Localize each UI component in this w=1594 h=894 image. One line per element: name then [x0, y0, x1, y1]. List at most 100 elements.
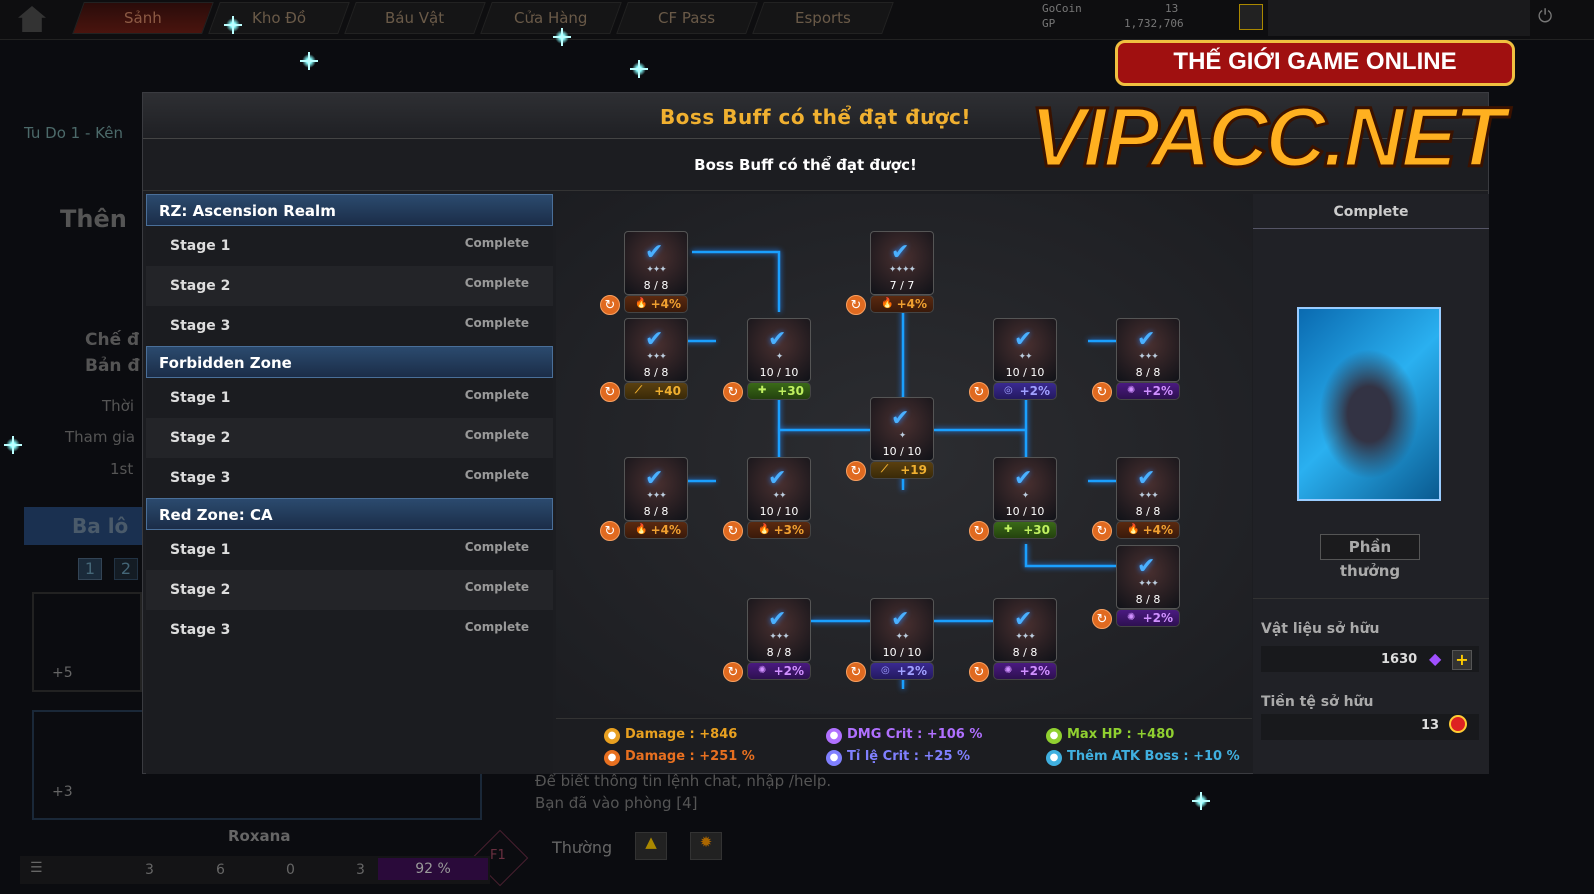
boss-node-card[interactable]: ✔ ✦✦✦ 8 / 8 — [624, 457, 688, 521]
refresh-icon[interactable]: ↻ — [600, 295, 620, 315]
star-rating: ✦ — [775, 352, 784, 362]
buff-badge: ✺+2% — [1116, 382, 1180, 400]
boss-node-card[interactable]: ✔ ✦ 10 / 10 — [993, 457, 1057, 521]
crit-icon: ✺ — [1127, 385, 1136, 396]
stat-item: ●Damage : +251 % — [604, 749, 755, 766]
buff-value: +2% — [773, 664, 804, 678]
boss-node-card[interactable]: ✔ ✦✦✦ 8 / 8 — [624, 318, 688, 382]
nav-tab[interactable]: Kho Đồ — [208, 2, 350, 34]
boss-node-card[interactable]: ✔ ✦✦ 10 / 10 — [747, 457, 811, 521]
chat-settings-icon[interactable]: ✹ — [690, 832, 722, 860]
rank-emblem-icon[interactable] — [1239, 4, 1263, 30]
count-voice: 3 — [356, 862, 365, 878]
buff-tree: ✔ ✦✦✦ 8 / 8 ↻ 🔥+4% ✔ ✦✦✦✦ 7 / 7 ↻ 🔥+4% ✔… — [556, 194, 1252, 714]
stage-label: Stage 2 — [170, 278, 231, 294]
refresh-icon[interactable]: ↻ — [846, 662, 866, 682]
add-materials-button[interactable]: + — [1452, 650, 1472, 670]
boss-node-card[interactable]: ✔ ✦✦✦ 8 / 8 — [1116, 318, 1180, 382]
menu-icon[interactable]: ☰ — [30, 860, 43, 876]
stage-status: Complete — [464, 316, 529, 330]
buff-value: +30 — [1023, 523, 1050, 537]
refresh-icon[interactable]: ↻ — [723, 382, 743, 402]
chat-mode-select[interactable]: Thường — [552, 838, 613, 857]
nav-tab[interactable]: Sảnh — [72, 2, 214, 34]
refresh-icon[interactable]: ↻ — [1092, 382, 1112, 402]
refresh-icon[interactable]: ↻ — [600, 382, 620, 402]
nav-tab-label: Cửa Hàng — [514, 9, 588, 27]
boss-node-card[interactable]: ✔ ✦✦✦ 8 / 8 — [993, 598, 1057, 662]
buff-value: +4% — [1142, 523, 1173, 537]
boss-node-card[interactable]: ✔ ✦✦✦ 8 / 8 — [1116, 545, 1180, 609]
refresh-icon[interactable]: ↻ — [969, 382, 989, 402]
boss-node-card[interactable]: ✔ ✦✦ 10 / 10 — [993, 318, 1057, 382]
count-clan: 6 — [216, 862, 225, 878]
nav-tab[interactable]: Esports — [752, 2, 894, 34]
refresh-icon[interactable]: ↻ — [1092, 609, 1112, 629]
node-count: 8 / 8 — [1135, 366, 1161, 379]
nav-tab-label: Esports — [795, 9, 851, 27]
boss-node-card[interactable]: ✔ ✦✦✦✦ 7 / 7 — [870, 231, 934, 295]
buff-badge: 🔥+4% — [870, 295, 934, 313]
refresh-icon[interactable]: ↻ — [600, 521, 620, 541]
backpack-tab[interactable]: Ba lô — [24, 507, 144, 545]
stage-label: Stage 2 — [170, 430, 231, 446]
nav-tab[interactable]: CF Pass — [616, 2, 758, 34]
status-bar: ☰ 3 6 0 3 92 % — [20, 856, 490, 884]
stage-status: Complete — [464, 236, 529, 250]
stat-label: Tỉ lệ Crit : +25 % — [847, 749, 971, 764]
zone-header[interactable]: Red Zone: CA — [146, 498, 553, 530]
node-count: 8 / 8 — [1135, 593, 1161, 606]
node-count: 10 / 10 — [1005, 505, 1045, 518]
refresh-icon[interactable]: ↻ — [1092, 521, 1112, 541]
check-icon: ✔ — [1014, 607, 1033, 632]
home-icon[interactable] — [18, 6, 46, 32]
stage-status: Complete — [464, 540, 529, 554]
refresh-icon[interactable]: ↻ — [846, 461, 866, 481]
star-rating: ✦✦ — [772, 491, 786, 501]
refresh-icon[interactable]: ↻ — [969, 662, 989, 682]
profile-box[interactable] — [1268, 0, 1530, 36]
page-1[interactable]: 1 — [78, 558, 102, 580]
boss-node-card[interactable]: ✔ ✦ 10 / 10 — [747, 318, 811, 382]
gp-value: 1,732,706 — [1124, 17, 1184, 30]
check-icon: ✔ — [768, 607, 787, 632]
nav-tab-label: Báu Vật — [385, 9, 445, 27]
reward-button[interactable]: Phần thưởng — [1320, 534, 1420, 580]
reward-panel: Complete Phần thưởng Vật liệu sở hữu 163… — [1253, 194, 1489, 774]
nav-tab[interactable]: Báu Vật — [344, 2, 486, 34]
buff-badge: ✺+2% — [993, 662, 1057, 680]
refresh-icon[interactable]: ↻ — [846, 295, 866, 315]
nav-tab-label: CF Pass — [658, 9, 716, 27]
refresh-icon[interactable]: ↻ — [723, 521, 743, 541]
page-2[interactable]: 2 — [114, 558, 138, 580]
boss-node-card[interactable]: ✔ ✦✦✦ 8 / 8 — [624, 231, 688, 295]
chat-up-icon[interactable]: ▲ — [635, 832, 667, 860]
zone-header[interactable]: RZ: Ascension Realm — [146, 194, 553, 226]
check-icon: ✔ — [891, 607, 910, 632]
boss-buff-dialog: Boss Buff có thể đạt được! Boss Buff có … — [142, 92, 1489, 774]
buff-value: +2% — [1142, 611, 1173, 625]
boss-node-card[interactable]: ✔ ✦✦✦ 8 / 8 — [747, 598, 811, 662]
zone-header[interactable]: Forbidden Zone — [146, 346, 553, 378]
refresh-icon[interactable]: ↻ — [723, 662, 743, 682]
time-label: Thời — [102, 397, 135, 415]
critrate-icon: ● — [826, 750, 842, 766]
fire-icon: 🔥 — [881, 298, 894, 309]
boss-node-card[interactable]: ✔ ✦ 10 / 10 — [870, 397, 934, 461]
boss-node-card[interactable]: ✔ ✦✦ 10 / 10 — [870, 598, 934, 662]
stat-label: Damage : +251 % — [625, 749, 755, 764]
boss-node-card[interactable]: ✔ ✦✦✦ 8 / 8 — [1116, 457, 1180, 521]
nav-tab[interactable]: Cửa Hàng — [480, 2, 622, 34]
power-icon[interactable]: ⏻ — [1538, 6, 1553, 27]
refresh-icon[interactable]: ↻ — [969, 521, 989, 541]
fire-icon: 🔥 — [635, 524, 648, 535]
